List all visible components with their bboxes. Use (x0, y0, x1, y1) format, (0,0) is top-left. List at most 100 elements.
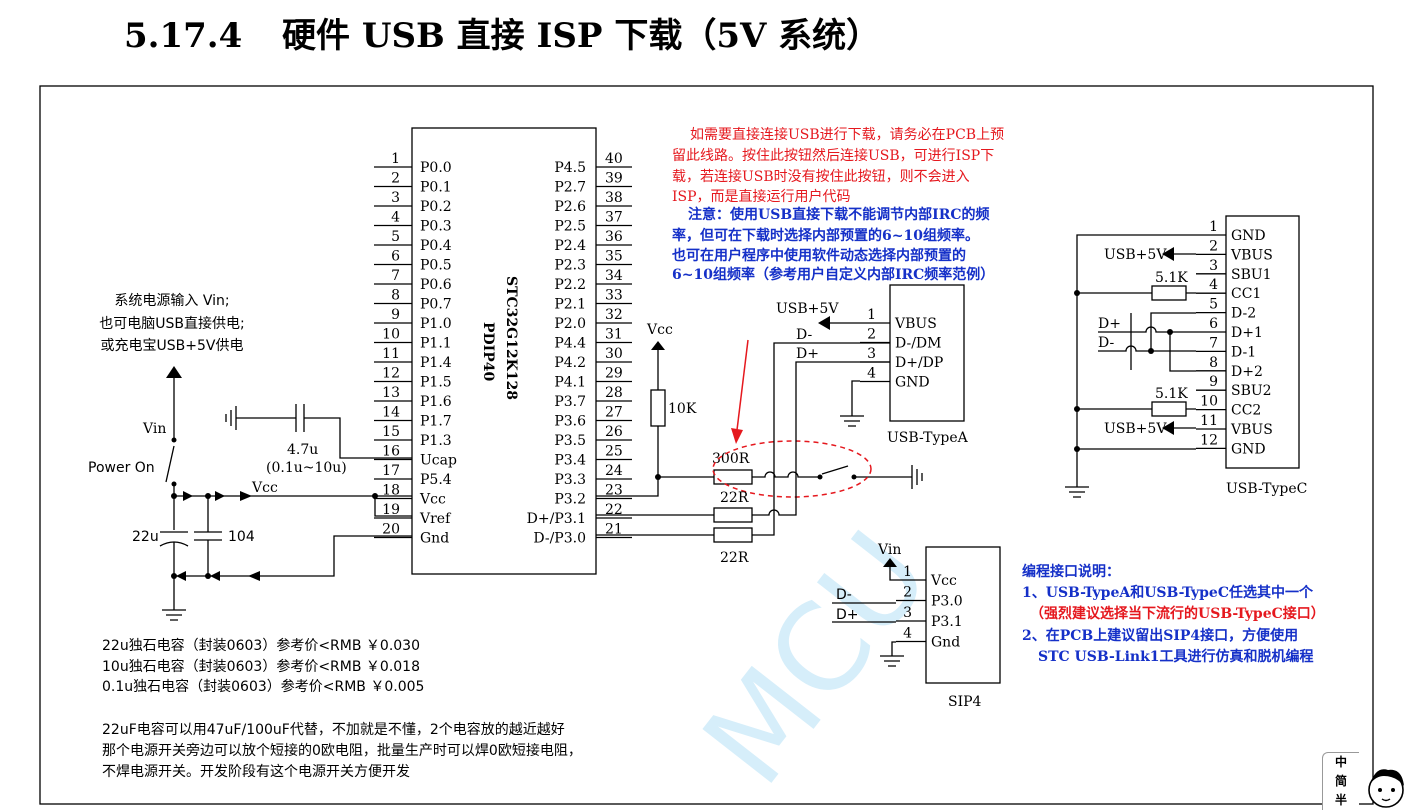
mcu-pin-name: P4.2 (554, 355, 586, 371)
ground-symbol (911, 465, 923, 489)
mcu-pin-name: P1.1 (420, 336, 452, 352)
sip-vin-arrow (883, 558, 897, 567)
usb-c-5v-label-a: USB+5V (1104, 247, 1167, 263)
power-input-note: 系统电源输入 Vin; 也可电脑USB直接供电; 或充电宝USB+5V供电 (99, 293, 244, 354)
mcu-pin-number: 18 (382, 483, 400, 499)
mcu-pin-name: Gnd (420, 531, 449, 547)
usb-c-dminus-label: D- (1098, 335, 1114, 351)
mcu-pin-name: P0.0 (420, 160, 452, 176)
mcu-pin-name: P1.6 (420, 394, 452, 410)
mascot-face-icon[interactable] (1362, 760, 1410, 809)
schematic-frame (39, 85, 1374, 805)
mcu-pin-number: 34 (605, 268, 623, 284)
cap-104-label: 104 (228, 529, 255, 545)
ground-symbol (225, 406, 237, 430)
usb-typec-pin-name: VBUS (1230, 247, 1273, 263)
prog-note-line: STC USB-Link1工具进行仿真和脱机编程 (1038, 648, 1314, 665)
mcu-pin-number: 37 (605, 210, 623, 226)
ucap-range: (0.1u~10u) (266, 460, 347, 476)
mcu-pin-name: Vcc (419, 492, 446, 508)
flow-arrow (240, 491, 252, 501)
vref-wire (374, 496, 412, 517)
sip4-pin-number: 1 (903, 564, 912, 580)
mcu-pin-number: 25 (605, 444, 623, 460)
mcu-pin-name: P1.4 (420, 355, 452, 371)
ground-symbol (1065, 486, 1089, 498)
mcu-pin-number: 29 (605, 366, 623, 382)
usb-a-dminus-label: D- (796, 327, 812, 343)
resistor-5k1-b-label: 5.1K (1155, 386, 1188, 402)
mcu-pin-number: 19 (382, 502, 400, 518)
mcu-pin-name: P0.4 (420, 238, 452, 254)
usb-typec-pin-name: SBU1 (1231, 267, 1272, 283)
mcu-pin-number: 3 (391, 190, 400, 206)
mcu-body (411, 127, 597, 575)
mcu-pin-name: P0.5 (420, 258, 452, 274)
mcu-pin-number: 39 (605, 171, 623, 187)
mcu-pin-name: P3.3 (554, 472, 586, 488)
mcu-pin-number: 10 (382, 327, 400, 343)
programming-interface-note: 编程接口说明： 1、USB-TypeA和USB-TypeC任选其中一个 （强烈建… (1022, 563, 1325, 665)
mcu-part-number: STC32G12K128 (503, 276, 519, 400)
ground-symbol (162, 609, 186, 621)
junction-dot (1074, 290, 1080, 296)
pullup-wire (596, 426, 659, 497)
mcu-pin-number: 13 (382, 385, 400, 401)
sip4-pin-name: Gnd (931, 635, 960, 651)
vcc-arrow (651, 341, 665, 350)
usb-typec-pin-number: 7 (1209, 335, 1218, 351)
usb-typea-pin-number: 1 (867, 307, 876, 323)
usb-typea-pin-number: 3 (867, 346, 876, 362)
mcu-pin-number: 2 (391, 171, 400, 187)
mcu-pin-name: P4.5 (554, 160, 586, 176)
usb-typec-pin-name: CC1 (1231, 286, 1261, 302)
resistor-10k (650, 389, 666, 427)
junction-dot (171, 493, 177, 499)
vin-arrow (166, 366, 182, 378)
side-toolbar-badge[interactable]: 中 简 半 (1322, 752, 1359, 810)
vbus-arrow (1162, 247, 1174, 261)
junction-dot (1167, 329, 1173, 335)
cap-note-line: 22u独石电容（封装0603）参考价<RMB ￥0.030 (102, 637, 420, 654)
usb-typec-pin-number: 2 (1209, 238, 1218, 254)
sip4-pin-name: Vcc (930, 573, 957, 589)
button-contact (817, 474, 823, 480)
mcu-chip: 1P0.02P0.13P0.24P0.35P0.46P0.57P0.68P0.7… (374, 127, 632, 575)
prog-note-line: 1、USB-TypeA和USB-TypeC任选其中一个 (1022, 584, 1314, 601)
mcu-pin-name: P2.2 (554, 277, 586, 293)
mcu-pin-name: P2.4 (554, 238, 586, 254)
usb-typea-pin-number: 4 (867, 366, 876, 382)
mcu-pin-name: P4.1 (554, 375, 586, 391)
blue-note-line: 率，但可在下载时选择内部预置的6~10组频率。 (672, 227, 979, 244)
mcu-pin-name: P3.6 (554, 414, 586, 430)
blue-note-line: 也可在用户程序中使用软件动态选择内部预置的 (672, 247, 966, 264)
sip-vin-wire (889, 567, 896, 581)
usb-typea-pin-name: D+/DP (895, 355, 943, 371)
vcc-pullup-label: Vcc (646, 322, 673, 338)
usb-c-5v-label-b: USB+5V (1104, 421, 1167, 437)
footer-note-line: 22uF电容可以用47uF/100uF代替，不加就是不懂，2个电容放的越近越好 (102, 721, 565, 738)
mcu-pin-name: P2.5 (554, 219, 586, 235)
mcu-pin-number: 12 (382, 366, 400, 382)
mcu-pin-number: 21 (605, 522, 623, 538)
mcu-pin-name: P0.2 (420, 199, 452, 215)
usb-typea-pin-name: D-/DM (895, 336, 942, 352)
mcu-pin-number: 24 (605, 463, 623, 479)
usb-typea-pin-name: VBUS (894, 316, 937, 332)
mcu-pin-name: Vref (419, 511, 452, 527)
mcu-pin-number: 27 (605, 405, 623, 421)
mcu-pin-name: P5.4 (420, 472, 452, 488)
power-note-line: 或充电宝USB+5V供电 (101, 338, 244, 354)
mcu-pin-number: 30 (605, 346, 623, 362)
flow-arrow (176, 571, 186, 581)
red-note-line: 载，若连接USB时没有按住此按钮，则不会进入 (672, 168, 970, 185)
usb-typec-pin-number: 5 (1209, 297, 1218, 313)
flow-arrow (215, 491, 225, 501)
mcu-pin-number: 9 (391, 307, 400, 323)
mcu-pin-name: P2.3 (554, 258, 586, 274)
mcu-pin-name: P3.2 (554, 492, 586, 508)
usb-typec-pins: 1GND2VBUS3SBU14CC15D-26D+17D-18D+29SBU21… (1196, 219, 1273, 457)
